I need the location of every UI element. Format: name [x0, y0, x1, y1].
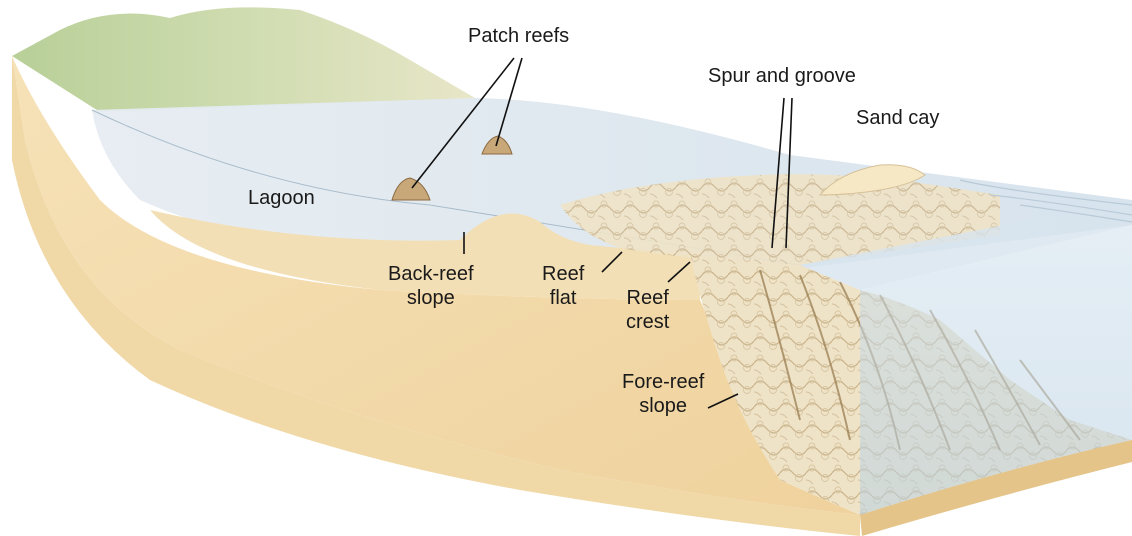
label-fore-reef-slope: Fore-reef slope — [622, 370, 704, 418]
label-spur-and-groove: Spur and groove — [708, 64, 856, 88]
label-reef-flat: Reef flat — [542, 262, 584, 310]
label-reef-crest-line1: Reef — [626, 286, 669, 310]
label-reef-flat-line1: Reef — [542, 262, 584, 286]
coastal-hill — [12, 7, 475, 112]
label-reef-crest: Reef crest — [626, 286, 669, 334]
label-back-reef-slope-line2: slope — [388, 286, 474, 310]
label-fore-reef-slope-line1: Fore-reef — [622, 370, 704, 394]
label-patch-reefs: Patch reefs — [468, 24, 569, 48]
label-sand-cay: Sand cay — [856, 106, 939, 130]
label-reef-flat-line2: flat — [542, 286, 584, 310]
label-lagoon: Lagoon — [248, 186, 315, 210]
label-back-reef-slope: Back-reef slope — [388, 262, 474, 310]
label-reef-crest-line2: crest — [626, 310, 669, 334]
label-fore-reef-slope-line2: slope — [622, 394, 704, 418]
label-back-reef-slope-line1: Back-reef — [388, 262, 474, 286]
